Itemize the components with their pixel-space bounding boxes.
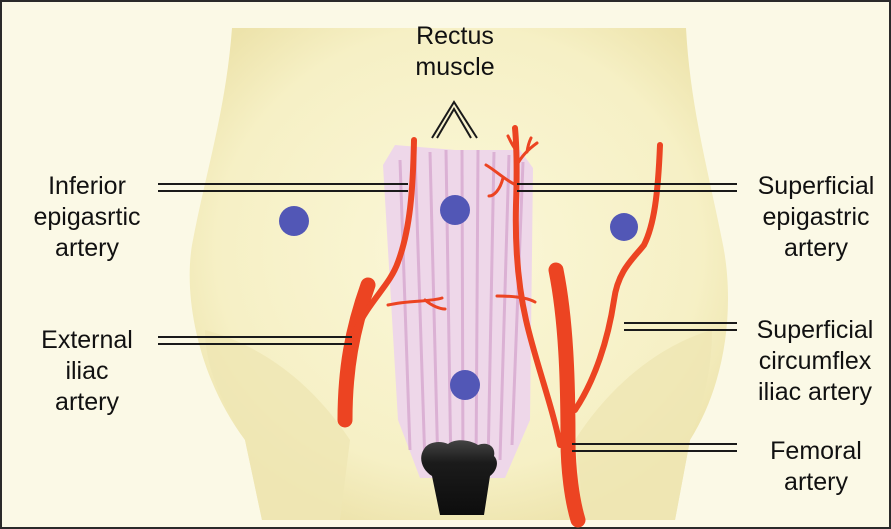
- label-superficial-epigastric-artery: Superficial epigastric artery: [743, 171, 889, 264]
- label-inferior-epigastric-artery: Inferior epigasrtic artery: [28, 171, 146, 264]
- port-left: [279, 206, 309, 236]
- label-superficial-circumflex-iliac-artery: Superficial circumflex iliac artery: [741, 315, 889, 408]
- port-suprapubic: [450, 370, 480, 400]
- port-right: [610, 213, 638, 241]
- rectus-muscle: [383, 145, 533, 478]
- port-umbilical: [440, 195, 470, 225]
- label-rectus-muscle: Rectus muscle: [405, 21, 505, 83]
- label-femoral-artery: Femoral artery: [757, 436, 875, 498]
- label-external-iliac-artery: External iliac artery: [28, 325, 146, 418]
